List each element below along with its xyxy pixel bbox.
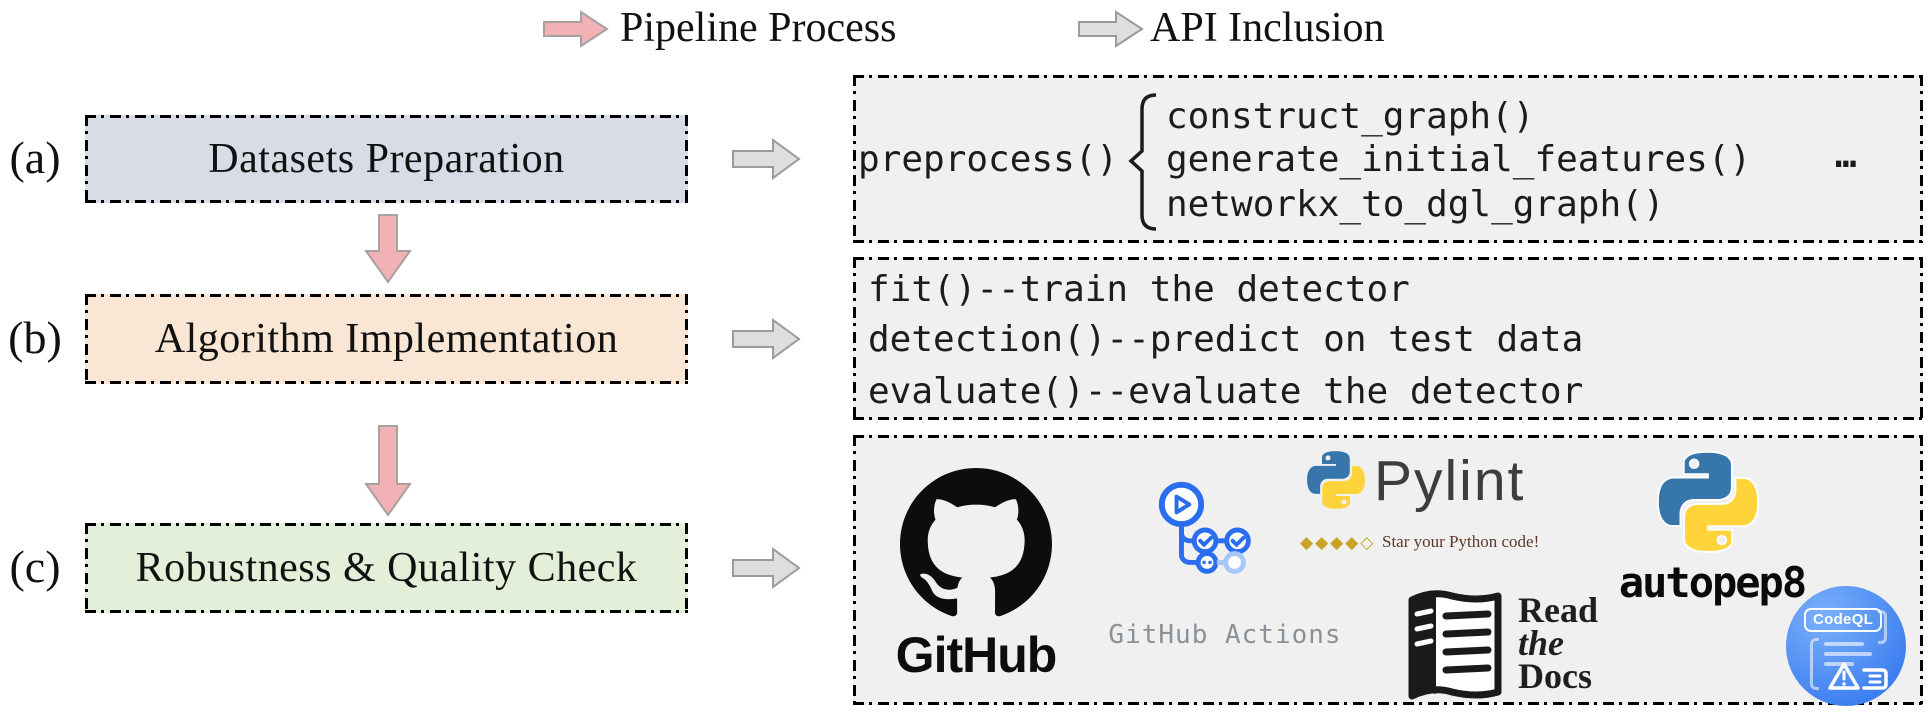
row-tag-c: (c) [9, 541, 61, 592]
rtd-word-the: the [1518, 623, 1565, 663]
codeql-bracket-left [1810, 638, 1819, 690]
preprocess-ellipsis: … [1835, 135, 1857, 176]
autopep8-wordmark: autopep8 [1618, 558, 1807, 607]
rtd-word-read: Read [1518, 590, 1598, 630]
stage-label: Robustness & Quality Check [135, 545, 638, 591]
legend-pipeline-arrow-icon [543, 10, 609, 48]
stage-box-robustness-quality-check: Robustness & Quality Check [85, 523, 688, 613]
pylint-wordmark: Pylint [1374, 449, 1526, 513]
readthedocs-wordmark: Read the Docs [1518, 590, 1598, 696]
brace-icon [1128, 93, 1157, 231]
detector-method-evaluate: evaluate()--evaluate the detector [868, 371, 1584, 412]
autopep8-python-logo-icon [1656, 450, 1760, 553]
preprocess-fn-networkx-to-dgl-graph: networkx_to_dgl_graph() [1166, 184, 1665, 225]
legend-pipeline-label: Pipeline Process [620, 5, 897, 51]
preprocess-caller: preprocess() [858, 139, 1119, 180]
stage-label: Datasets Preparation [208, 136, 565, 182]
pipeline-arrow-a-to-b-icon [364, 214, 412, 284]
pipeline-arrow-b-to-c-icon [364, 425, 412, 517]
stage-label: Algorithm Implementation [154, 316, 619, 362]
github-wordmark: GitHub [895, 627, 1058, 683]
stage-box-datasets-preparation: Datasets Preparation [85, 115, 688, 203]
codeql-logo-icon: CodeQL [1786, 586, 1906, 706]
pylint-tagline: Star your Python code! [1382, 532, 1540, 551]
api-arrow-row-c-icon [732, 547, 801, 589]
api-box-detector-methods [853, 257, 1923, 420]
api-arrow-row-b-icon [732, 318, 801, 360]
github-logo-icon [900, 468, 1052, 617]
api-box-preprocess [853, 75, 1923, 243]
codeql-doc-line [1824, 662, 1854, 666]
detector-method-detection: detection()--predict on test data [868, 319, 1584, 360]
row-tag-a: (a) [9, 132, 61, 183]
codeql-bracket-right [1878, 610, 1887, 644]
github-actions-logo-icon [1158, 481, 1251, 574]
pylint-python-logo-icon [1307, 451, 1365, 509]
readthedocs-logo-icon [1408, 590, 1502, 700]
preprocess-fn-generate-initial-features: generate_initial_features() [1166, 139, 1752, 180]
github-actions-wordmark: GitHub Actions [1108, 620, 1342, 650]
legend-api-label: API Inclusion [1150, 5, 1385, 51]
codeql-doc-line [1824, 642, 1864, 646]
api-arrow-row-a-icon [732, 138, 801, 180]
codeql-doc-line [1824, 652, 1872, 656]
pylint-stars: ◆◆◆◆◇ [1300, 533, 1376, 552]
row-tag-b: (b) [8, 312, 62, 363]
codeql-warning-icon [1828, 662, 1888, 690]
rtd-word-docs: Docs [1518, 656, 1592, 696]
stage-box-algorithm-implementation: Algorithm Implementation [85, 294, 688, 384]
detector-method-fit: fit()--train the detector [868, 269, 1410, 310]
legend-api-arrow-icon [1078, 10, 1144, 48]
preprocess-fn-construct-graph: construct_graph() [1166, 96, 1535, 137]
codeql-badge: CodeQL [1804, 608, 1883, 632]
